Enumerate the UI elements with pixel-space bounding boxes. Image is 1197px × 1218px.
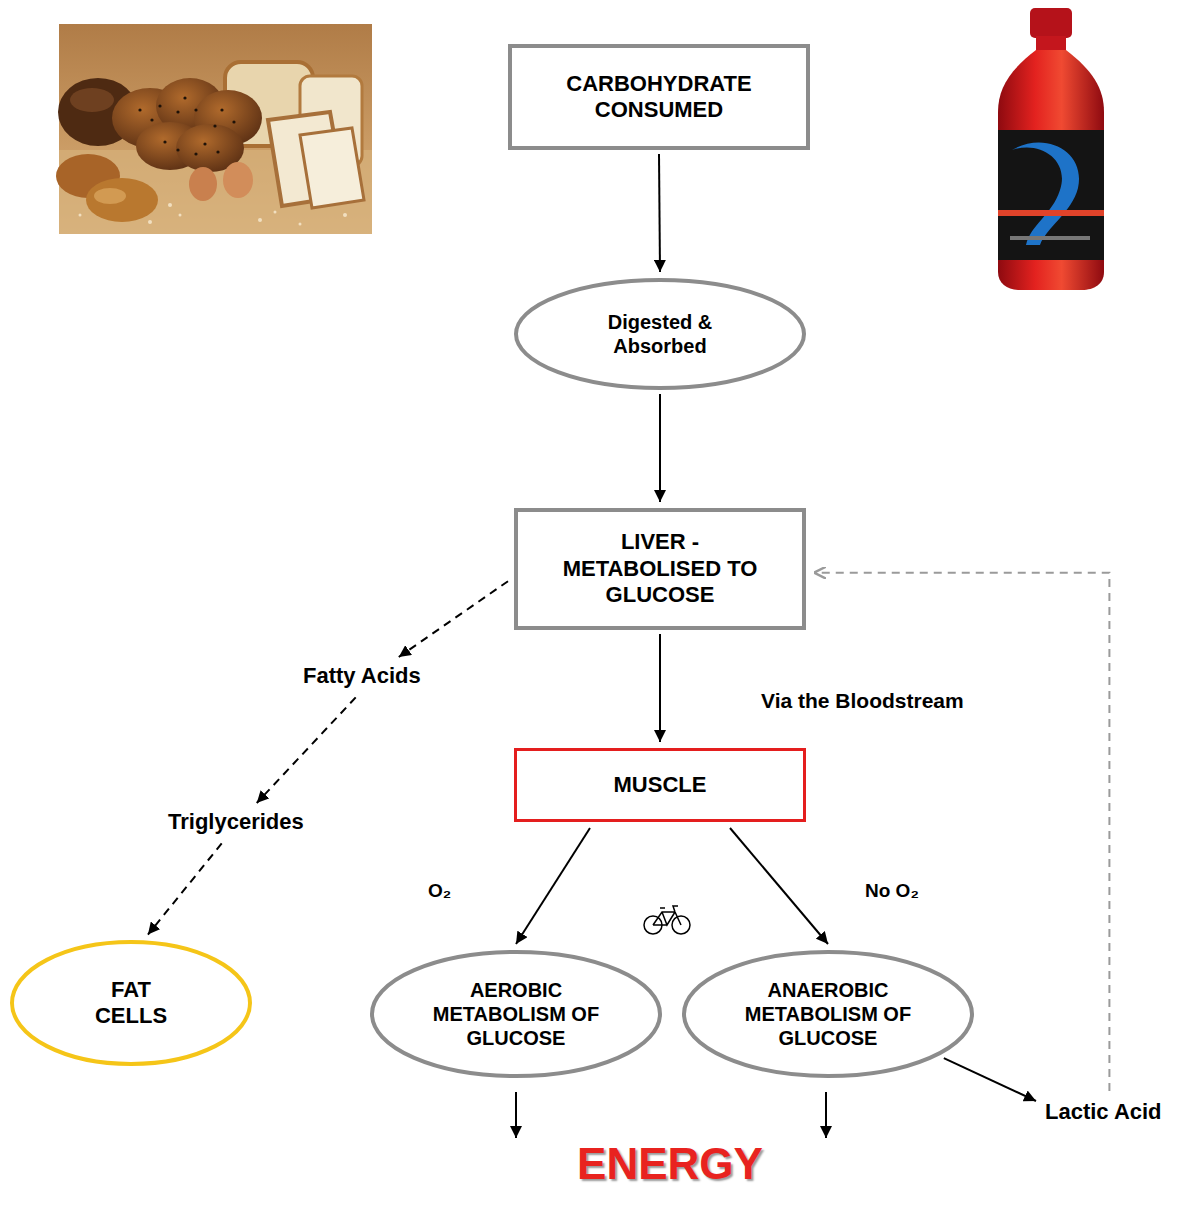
node-text: AEROBIC METABOLISM OF GLUCOSE: [431, 978, 601, 1050]
connector: [659, 154, 660, 272]
connector-line: [730, 828, 828, 944]
edge-label: O₂: [425, 880, 454, 903]
pathway-label: Fatty Acids: [300, 663, 424, 689]
bread-photo: [56, 24, 372, 234]
connector: [660, 394, 661, 502]
connector: [660, 634, 661, 742]
process-ellipse: Digested & Absorbed: [514, 278, 806, 390]
connector-line: [659, 634, 661, 742]
connector-line: [659, 154, 660, 272]
node-text: CARBOHYDRATE CONSUMED: [524, 71, 794, 124]
bicycle-icon: [644, 906, 690, 934]
pathway-label: Triglycerides: [165, 809, 307, 835]
connector: [516, 828, 590, 944]
process-ellipse: ANAEROBIC METABOLISM OF GLUCOSE: [682, 950, 974, 1078]
connector-line: [944, 1058, 1036, 1101]
node-text: ANAEROBIC METABOLISM OF GLUCOSE: [741, 978, 916, 1050]
connector: [148, 581, 508, 934]
ellipse-shape: [516, 280, 804, 388]
energy-label: ENERGY: [574, 1140, 766, 1188]
fat-cells-ellipse: FAT CELLS: [10, 940, 252, 1066]
edge-label: No O₂: [862, 880, 922, 903]
ellipse-shape: [372, 952, 660, 1076]
connector: [730, 828, 828, 944]
pathway-label: Lactic Acid: [1042, 1099, 1165, 1125]
process-box: LIVER - METABOLISED TO GLUCOSE: [514, 508, 806, 630]
node-text: MUSCLE: [614, 772, 707, 798]
connector-line: [399, 581, 508, 657]
muscle-box: MUSCLE: [514, 748, 806, 822]
node-text: FAT CELLS: [86, 977, 176, 1030]
ellipse-shape: [684, 952, 972, 1076]
connector-line: [148, 843, 222, 934]
node-text: LIVER - METABOLISED TO GLUCOSE: [545, 529, 775, 608]
process-ellipse: AEROBIC METABOLISM OF GLUCOSE: [370, 950, 662, 1078]
process-box: CARBOHYDRATE CONSUMED: [508, 44, 810, 150]
energy-arrows: [516, 1092, 826, 1138]
ellipse-shape: [12, 942, 250, 1064]
sports-drink-bottle: [998, 8, 1104, 290]
connector-line: [257, 697, 356, 803]
connector-line: [659, 394, 661, 502]
node-text: Digested & Absorbed: [585, 310, 735, 358]
ellipse-outline: [514, 278, 806, 390]
edge-label: Via the Bloodstream: [758, 688, 967, 713]
connector-line: [516, 828, 590, 944]
